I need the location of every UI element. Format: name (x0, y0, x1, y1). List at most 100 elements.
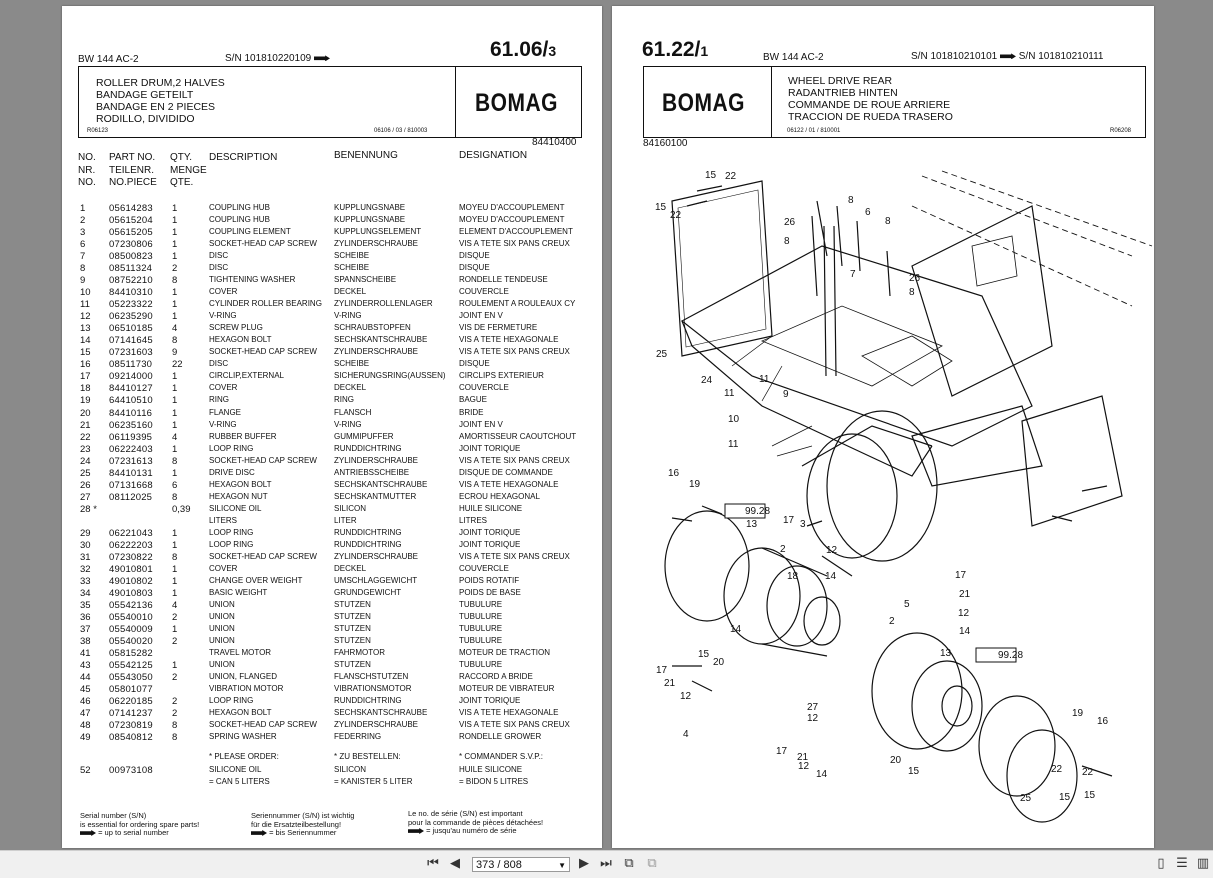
callout-label: 11 (728, 439, 739, 450)
row-benennung: DECKEL (334, 287, 367, 297)
row-designation: VIS A TETE SIX PANS CREUX (459, 455, 570, 465)
footer-en-3: = up to serial number (80, 828, 199, 838)
callout-label: 99.28 (998, 650, 1023, 661)
row-part: 05542125 (109, 660, 153, 672)
callout-label: 5 (904, 599, 910, 610)
row-part: 07230806 (109, 239, 153, 251)
row-description: RING (209, 395, 229, 405)
row-designation: TUBULURE (459, 599, 503, 609)
callout-label: 15 (1084, 790, 1096, 801)
arrow-icon (80, 830, 96, 837)
callout-label: 15 (1059, 792, 1071, 803)
row-description: COVER (209, 383, 238, 393)
col-part-3: NO.PIECE (109, 177, 157, 188)
row-qty: 1 (172, 251, 178, 263)
row-benennung: KUPPLUNGSNABE (334, 203, 406, 212)
callout-label: 21 (664, 678, 676, 689)
row-part: 06221043 (109, 527, 153, 539)
row-part: 07230822 (109, 551, 153, 563)
first-page-button[interactable]: ⏮ (424, 855, 442, 873)
row-description: HEXAGON BOLT (209, 479, 272, 489)
prev-page-button[interactable]: ◀ (446, 855, 464, 873)
row-part: 07231613 (109, 455, 153, 467)
continuous-view-button[interactable]: ☰ (1173, 855, 1191, 873)
row-description: COUPLING HUB (209, 203, 270, 212)
row-no: 12 (80, 311, 91, 323)
row-qty: 8 (172, 491, 178, 503)
row-description: COUPLING ELEMENT (209, 227, 291, 237)
serial-from: S/N 101810210101 (911, 51, 998, 62)
row-part: 84410127 (109, 383, 153, 395)
row-no: 37 (80, 624, 91, 636)
row-description: COUPLING HUB (209, 215, 270, 225)
row-qty: 2 (172, 696, 178, 708)
row-designation: MOTEUR DE VIBRATEUR (459, 684, 555, 694)
row-no: 49 (80, 732, 91, 744)
copy-page-button[interactable]: ⧉ (643, 855, 661, 873)
row-designation: VIS A TETE HEXAGONALE (459, 335, 559, 345)
serial-label: S/N 101810220109 (225, 53, 330, 64)
row-description: SOCKET-HEAD CAP SCREW (209, 551, 317, 561)
footer-fr-3-text: = jusqu'au numéro de série (426, 826, 517, 835)
two-page-view-button[interactable]: ▥ (1194, 855, 1212, 873)
row-part: 64410510 (109, 395, 153, 407)
col-part-2: TEILENR. (109, 164, 155, 176)
row-benennung: SECHSKANTSCHRAUBE (334, 708, 428, 718)
single-page-icon: ▯ (1157, 856, 1165, 871)
callout-label: 26 (909, 273, 921, 284)
title-en: WHEEL DRIVE REAR (788, 75, 893, 87)
row-designation: ROULEMENT A ROULEAUX CY (459, 299, 576, 309)
callout-label: 21 (959, 589, 971, 600)
callout-label: 21 (797, 752, 809, 763)
row-part: 06235290 (109, 311, 153, 323)
row-benennung: FLANSCH (334, 407, 372, 417)
row-benennung: ZYLINDERROLLENLAGER (334, 299, 433, 309)
row-designation: COUVERCLE (459, 383, 509, 393)
col-qty-1: QTY. (170, 152, 193, 163)
title-es: TRACCION DE RUEDA TRASERO (788, 111, 953, 123)
row-qty: 6 (172, 479, 178, 491)
callout-label: 15 (655, 202, 667, 213)
row-description: FLANGE (209, 407, 242, 417)
row-description: HEXAGON NUT (209, 491, 268, 501)
page-number-input[interactable]: 373 / 808 ▼ (472, 857, 570, 872)
prev-page-icon: ◀ (450, 856, 460, 871)
title-box: ROLLER DRUM,2 HALVES BANDAGE GETEILT BAN… (78, 66, 582, 138)
row-no: 17 (80, 371, 91, 383)
row-no: 31 (80, 551, 91, 563)
order-note-fr: * COMMANDER S.V.P.: (459, 752, 544, 761)
row-benennung: KUPPLUNGSELEMENT (334, 227, 422, 237)
callout-label: 20 (890, 755, 902, 766)
row-designation: BAGUE (459, 395, 488, 405)
row-no: 52 (80, 765, 91, 776)
col-qty-3: QTE. (170, 177, 194, 188)
row-no: 29 (80, 527, 91, 539)
row-part: 08752210 (109, 275, 153, 287)
row-designation: COUVERCLE (459, 287, 509, 297)
row-benennung: SCHEIBE (334, 359, 370, 369)
callout-label: 17 (783, 515, 795, 526)
row-qty: 1 (172, 624, 178, 636)
row-benennung: ANTRIEBSSCHEIBE (334, 467, 410, 477)
row-designation: VIS A TETE HEXAGONALE (459, 479, 559, 489)
page-number-sub: 3 (548, 43, 557, 59)
row-designation: MOYEU D'ACCOUPLEMENT (459, 215, 565, 225)
next-page-button[interactable]: ▶ (575, 855, 593, 873)
single-page-view-button[interactable]: ▯ (1152, 855, 1170, 873)
row-description: DISC (209, 251, 229, 261)
callout-label: 13 (746, 519, 758, 530)
row-part: 06220185 (109, 696, 153, 708)
row-benennung: LITER (334, 515, 357, 525)
last-page-button[interactable]: ⏭ (597, 855, 615, 873)
col-no-1: NO. (78, 152, 96, 163)
callout-label: 10 (728, 414, 740, 425)
row-description: SILICONE OIL (209, 503, 262, 513)
row-benennung: STUTZEN (334, 660, 371, 670)
callout-label: 25 (1020, 793, 1032, 804)
rotate-page-button[interactable]: ⧉ (620, 855, 638, 873)
row-benennung: SPANNSCHEIBE (334, 275, 397, 285)
title-de: BANDAGE GETEILT (96, 89, 194, 101)
col-no-2: NR. (78, 164, 96, 176)
row-designation: CIRCLIPS EXTERIEUR (459, 371, 544, 381)
row-qty: 4 (172, 323, 178, 335)
